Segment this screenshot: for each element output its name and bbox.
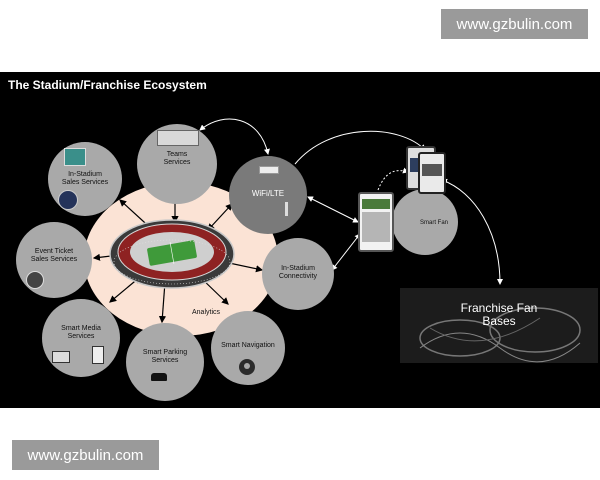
node-smart-fan: Smart Fan bbox=[392, 189, 458, 255]
location-pin-icon bbox=[239, 359, 255, 375]
media-icon bbox=[52, 351, 70, 363]
tablet-icon bbox=[92, 346, 104, 364]
arrow-wifi-smartfan bbox=[294, 130, 426, 165]
connector-arrows bbox=[92, 118, 503, 324]
node-event-ticket: Event Ticket Sales Services bbox=[16, 222, 92, 298]
badge-icon bbox=[58, 190, 78, 210]
node-label: In-Stadium Connectivity bbox=[278, 265, 318, 280]
node-label: Smart Navigation bbox=[221, 342, 275, 349]
watermark-top: www.gzbulin.com bbox=[441, 9, 588, 39]
node-in-stadium-sales: In-Stadium Sales Services bbox=[48, 142, 122, 216]
fan-bases-label: Franchise Fan Bases bbox=[460, 301, 538, 328]
node-label: Teams Services bbox=[163, 151, 191, 166]
node-smart-navigation: Smart Navigation bbox=[211, 311, 285, 385]
phone-large-icon bbox=[358, 192, 394, 252]
arrow-connectivity-phone bbox=[331, 233, 361, 271]
router-icon bbox=[259, 166, 279, 174]
node-label: In-Stadium Sales Services bbox=[61, 171, 109, 186]
node-smart-media: Smart Media Services bbox=[42, 299, 120, 377]
node-label: WiFi/LTE bbox=[251, 189, 285, 198]
node-in-stadium-connectivity: In-Stadium Connectivity bbox=[262, 238, 334, 310]
node-wifi-lte: WiFi/LTE bbox=[229, 156, 307, 234]
node-label: Event Ticket Sales Services bbox=[30, 248, 78, 263]
arrow-wifi bbox=[207, 203, 233, 231]
store-icon bbox=[64, 148, 86, 166]
ticket-icon bbox=[26, 271, 44, 289]
teams-icon bbox=[157, 130, 199, 146]
analytics-label: Analytics bbox=[192, 309, 221, 316]
arrow-wifi-phone bbox=[307, 196, 359, 223]
node-label: Smart Fan bbox=[419, 220, 448, 226]
antenna-icon bbox=[285, 202, 288, 216]
slide-title: The Stadium/Franchise Ecosystem bbox=[8, 78, 207, 92]
node-smart-parking: Smart Parking Services bbox=[126, 323, 204, 401]
watermark-bottom: www.gzbulin.com bbox=[12, 440, 159, 470]
node-teams-services: Teams Services bbox=[137, 124, 217, 204]
ecosystem-slide: The Stadium/Franchise Ecosystem bbox=[0, 72, 600, 408]
world-map-graphic bbox=[419, 307, 581, 363]
phone-front-icon bbox=[418, 152, 446, 194]
car-icon bbox=[151, 373, 167, 381]
arrow-smartfan-fanbases bbox=[441, 178, 503, 285]
arrow-teams-wifi bbox=[199, 118, 270, 155]
stadium-illustration bbox=[109, 219, 235, 289]
node-label: Smart Parking Services bbox=[142, 349, 188, 364]
arrow-smart-parking bbox=[158, 280, 169, 324]
arrow-phones bbox=[377, 167, 409, 191]
franchise-fan-bases-panel: Franchise Fan Bases bbox=[400, 288, 598, 363]
node-label: Smart Media Services bbox=[61, 325, 101, 340]
